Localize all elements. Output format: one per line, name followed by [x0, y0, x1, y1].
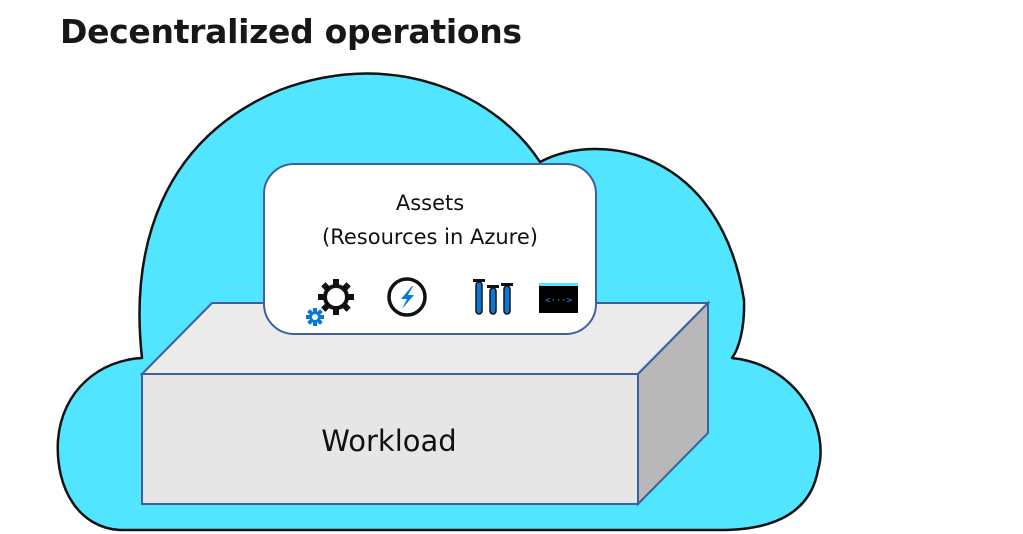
lightning-circle-icon	[387, 277, 427, 317]
test-tubes-icon	[473, 279, 513, 315]
workload-label: Workload	[321, 424, 456, 458]
code-window-icon: <···>	[539, 283, 578, 313]
assets-title: Assets	[396, 191, 464, 215]
assets-subtitle: (Resources in Azure)	[322, 225, 538, 249]
assets-card: Assets (Resources in Azure)	[263, 163, 597, 335]
workload-front-face	[141, 373, 639, 505]
svg-text:<···>: <···>	[545, 296, 573, 306]
gears-icon	[306, 279, 354, 326]
page-title: Decentralized operations	[60, 12, 522, 51]
